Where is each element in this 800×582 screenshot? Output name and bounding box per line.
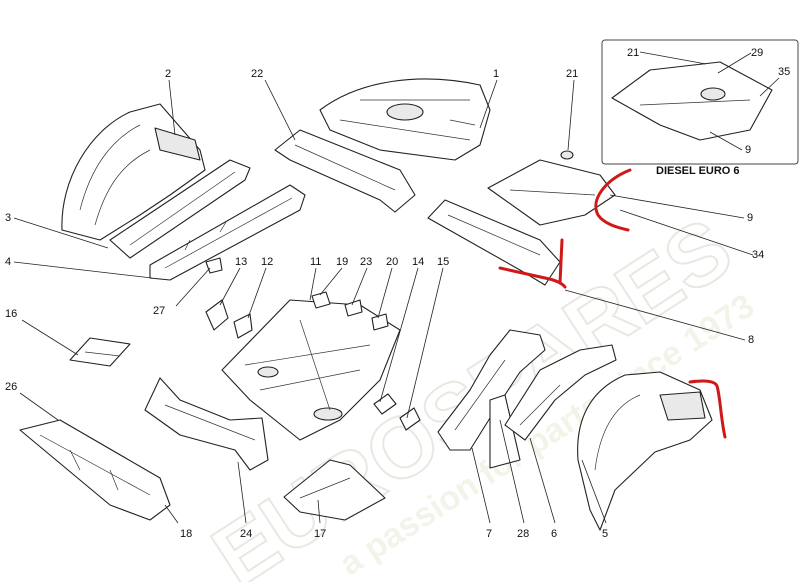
part-bracket-16: [69, 337, 131, 367]
callout-6: 6: [551, 528, 557, 540]
part-bracket-12: [233, 313, 253, 339]
inset-frame: [601, 39, 799, 165]
callout-22: 22: [251, 68, 263, 80]
part-clip-27: [205, 257, 223, 274]
part-clip-23: [344, 299, 363, 317]
callout-18: 18: [180, 528, 192, 540]
callout-27: 27: [153, 305, 165, 317]
inset-label: DIESEL EURO 6: [656, 165, 740, 177]
callout-15: 15: [437, 256, 449, 268]
callout-7: 7: [486, 528, 492, 540]
callout-11: 11: [310, 256, 321, 268]
callout-35: 35: [778, 66, 790, 78]
callout-28: 28: [517, 528, 529, 540]
callout-34: 34: [752, 249, 764, 261]
part-crossmember-22: [274, 129, 416, 213]
red-mark-bracket: [498, 238, 567, 289]
callout-3: 3: [5, 212, 11, 224]
part-side-rail-6: [504, 344, 617, 441]
part-rear-panel-1: [319, 78, 491, 161]
callout-14: 14: [412, 256, 424, 268]
red-annotations: [498, 168, 727, 439]
callout-1: 1: [493, 68, 499, 80]
part-reinforcement-17: [283, 459, 386, 521]
callout-4: 4: [5, 256, 11, 268]
callout-12: 12: [261, 256, 273, 268]
part-clip-20: [371, 313, 389, 331]
red-mark-inset: [594, 168, 632, 232]
part-floor-section-18: [19, 419, 171, 521]
callout-29: 29: [751, 47, 763, 59]
callout-23: 23: [360, 256, 372, 268]
callout-8: 8: [748, 334, 754, 346]
part-strip-28: [489, 394, 521, 469]
part-bracket-15: [399, 407, 421, 431]
callout-2: 2: [165, 68, 171, 80]
callout-24: 24: [240, 528, 252, 540]
part-side-rail-7: [437, 329, 546, 451]
leader-lines: [13, 51, 780, 524]
part-wheelhouse-5: [577, 371, 713, 531]
callout-16: 16: [5, 308, 17, 320]
part-crossmember-24: [144, 377, 269, 471]
part-floor-tray-21: [487, 150, 616, 226]
callout-21-inset: 21: [627, 47, 639, 59]
callout-5: 5: [602, 528, 608, 540]
part-rear-wheelhouse-left: [61, 103, 206, 241]
callout-17: 17: [314, 528, 326, 540]
callout-9: 9: [747, 212, 753, 224]
callout-21: 21: [566, 68, 578, 80]
callout-19: 19: [336, 256, 348, 268]
callout-labels: 1 2 3 4 5 6 7 8 9 9 11 12 13 14 15 16 17…: [5, 47, 790, 540]
part-side-rail-left: [109, 159, 251, 259]
callout-13: 13: [235, 256, 247, 268]
part-inset-tray: [611, 61, 773, 141]
part-bracket-14: [373, 393, 397, 415]
callout-9-inset: 9: [745, 144, 751, 156]
callout-20: 20: [386, 256, 398, 268]
red-mark-wheelhouse: [688, 379, 727, 439]
callout-26: 26: [5, 381, 17, 393]
part-bracket-13: [205, 299, 229, 331]
